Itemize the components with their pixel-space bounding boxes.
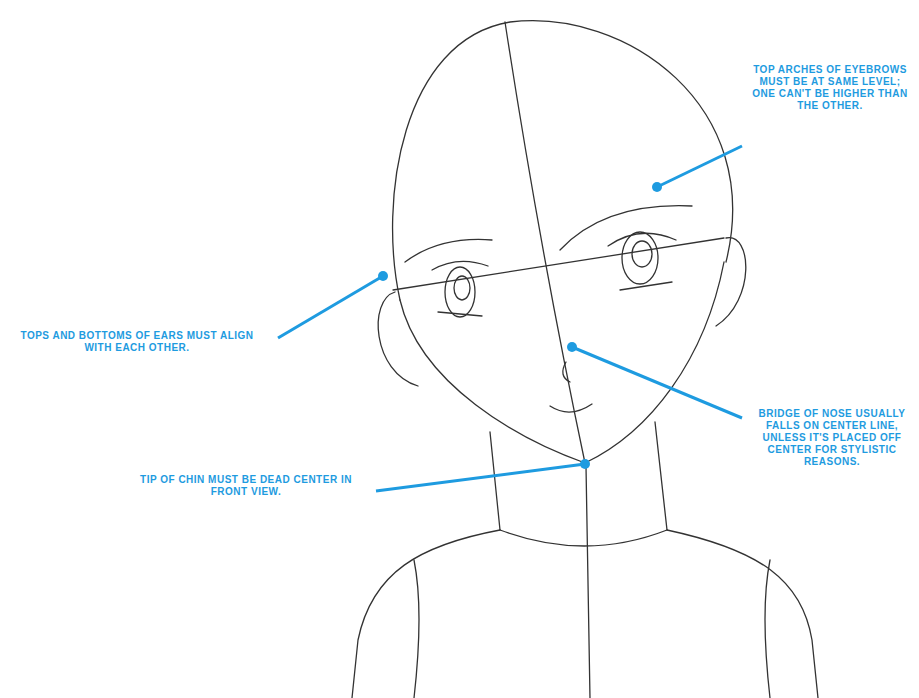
leader-dot (567, 342, 577, 352)
right-pupil (632, 241, 652, 267)
leader-line (657, 146, 742, 187)
leader-line (376, 464, 585, 491)
leader-line (572, 347, 742, 418)
left-iris (445, 267, 475, 317)
left-shoulder (352, 530, 500, 698)
right-lower-lid (620, 282, 672, 290)
leader-dot (580, 459, 590, 469)
callout-text: TOPS AND BOTTOMS OF EARS MUST ALIGN WITH… (6, 330, 268, 354)
leader-dot (652, 182, 662, 192)
callout-text: TOP ARCHES OF EYEBROWS MUST BE AT SAME L… (748, 64, 912, 112)
leader-line (278, 276, 383, 338)
neck-right (655, 422, 667, 530)
head-sketch (352, 21, 818, 698)
right-ear (716, 238, 746, 326)
jaw-outline (400, 262, 724, 463)
left-upper-lid (432, 261, 488, 270)
collar (500, 530, 667, 546)
callout-text: TIP OF CHIN MUST BE DEAD CENTER IN FRONT… (138, 474, 354, 498)
right-upper-lid (608, 233, 676, 246)
callout-text: BRIDGE OF NOSE USUALLY FALLS ON CENTER L… (750, 408, 914, 468)
left-eyebrow (405, 239, 492, 262)
neck-left (490, 432, 500, 530)
left-arm-line (414, 560, 419, 698)
leader-lines (278, 146, 742, 491)
right-arm-line (765, 560, 770, 698)
eye-line (393, 238, 724, 290)
head-outline (393, 21, 733, 300)
leader-dot (378, 271, 388, 281)
left-lower-lid (438, 312, 482, 316)
center-line (505, 22, 585, 463)
right-shoulder (667, 530, 818, 698)
nose (563, 362, 570, 382)
left-pupil (454, 276, 470, 300)
right-eyebrow (560, 206, 692, 250)
left-ear (378, 292, 418, 386)
right-iris (622, 232, 658, 284)
mouth (550, 404, 592, 412)
neck-center-line (586, 466, 590, 698)
